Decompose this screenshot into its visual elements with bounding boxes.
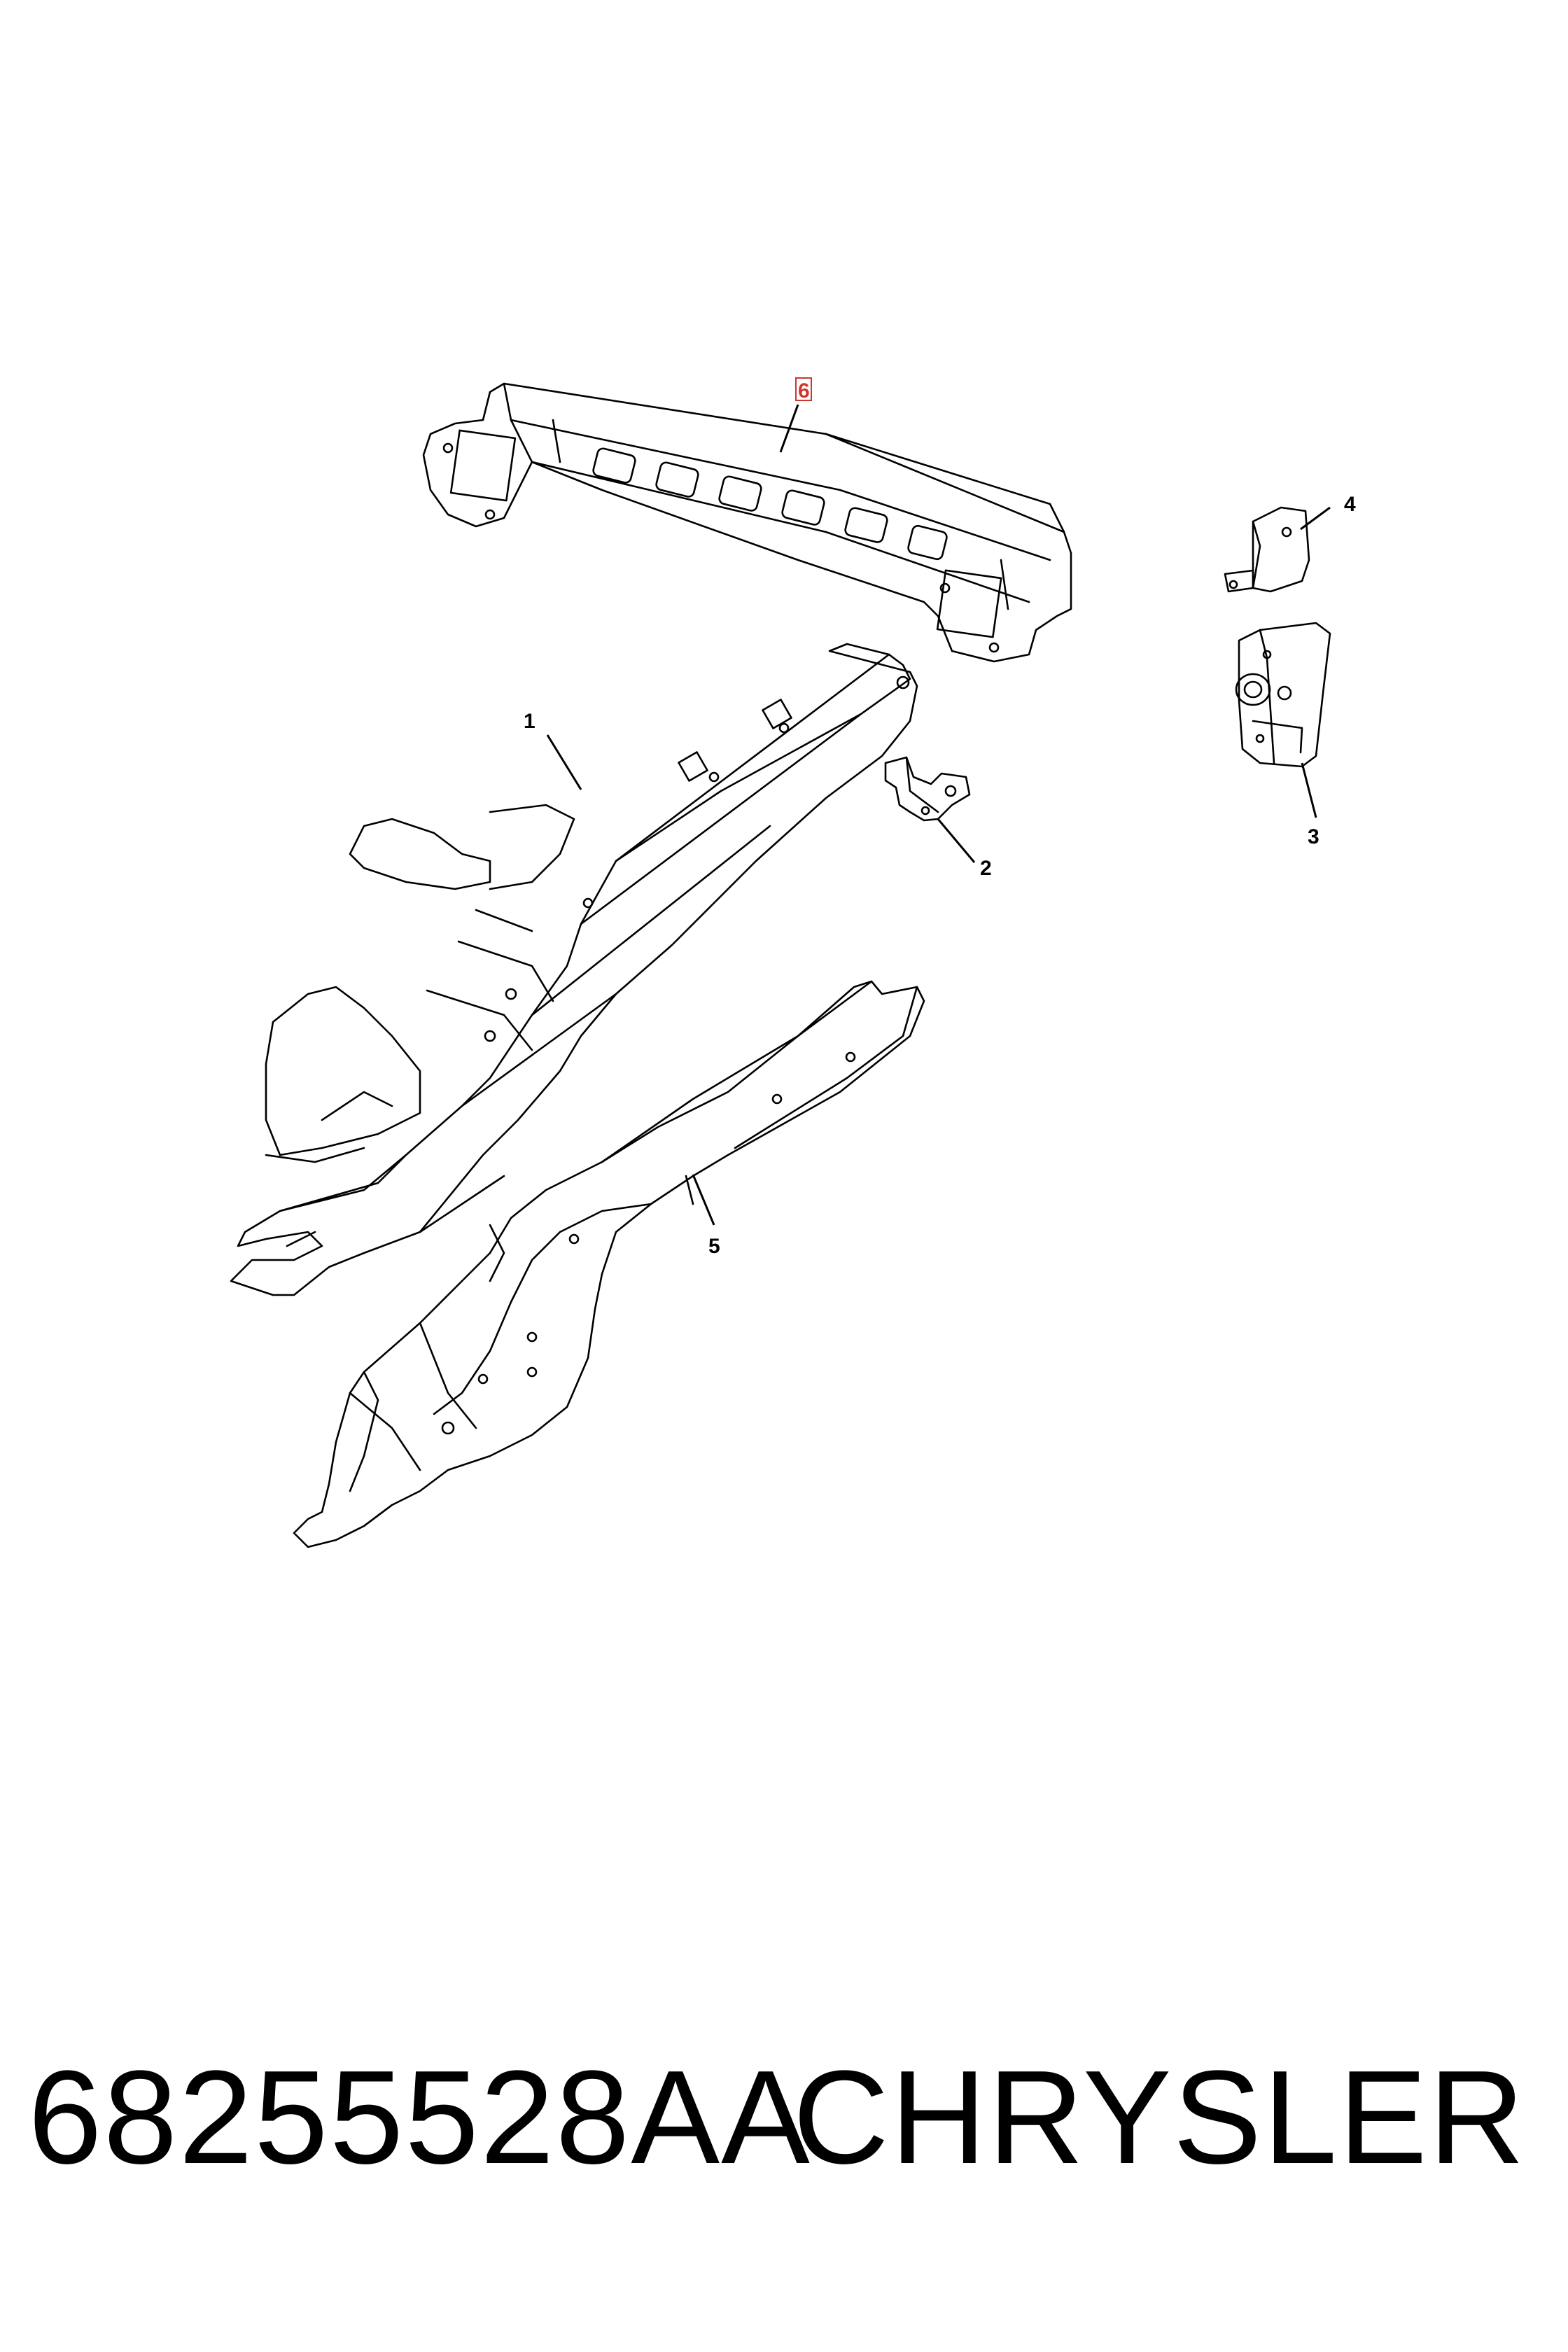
callout-6-highlight-box — [795, 377, 812, 401]
clip-bracket-part-2[interactable] — [884, 756, 971, 822]
bracket-part-4[interactable] — [1224, 506, 1310, 593]
callout-1[interactable]: 1 — [524, 710, 536, 733]
frame-rail-part-1[interactable] — [230, 643, 918, 1296]
part-number: 68255528AA — [28, 2043, 811, 2192]
callout-6[interactable]: 6 — [798, 379, 810, 402]
mount-bracket-part-3[interactable] — [1235, 622, 1331, 768]
callout-5[interactable]: 5 — [708, 1235, 720, 1258]
parts-diagram: 6 4 3 2 1 5 — [230, 377, 1356, 1548]
leader-line-4 — [1300, 506, 1331, 531]
callout-2[interactable]: 2 — [980, 857, 992, 880]
brand-name: CHRYSLER — [792, 2043, 1526, 2192]
callout-4[interactable]: 4 — [1344, 493, 1356, 516]
leader-line-2 — [937, 818, 976, 863]
leader-line-6 — [779, 404, 799, 453]
callout-3[interactable]: 3 — [1308, 825, 1320, 848]
frame-rail-part-5[interactable] — [293, 980, 925, 1548]
leader-line-1 — [546, 734, 582, 790]
leader-line-5 — [692, 1174, 715, 1226]
leader-line-3 — [1301, 762, 1317, 818]
crossmember-part-6[interactable] — [422, 382, 1072, 663]
footer: 68255528AA CHRYSLER — [0, 2051, 1568, 2261]
